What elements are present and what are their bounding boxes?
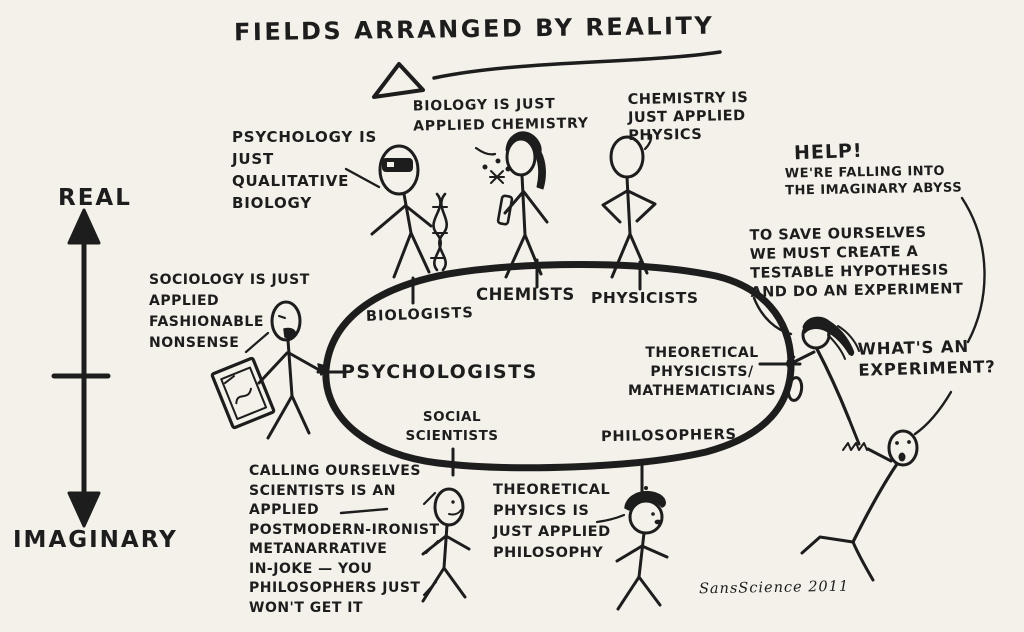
figure-falling-questioner [800, 196, 986, 582]
speech-help-body: WE'RE FALLING INTO THE IMAGINARY ABYSS [784, 163, 963, 199]
spark-icon [482, 158, 511, 184]
speech-line-chemistry [643, 133, 653, 151]
surprised-mouth [898, 452, 906, 462]
ellipse-label-theoretical: THEORETICAL PHYSICISTS/ MATHEMATICIANS [628, 345, 777, 399]
speech-line-whats [913, 390, 953, 436]
speech-line-sociology [244, 331, 270, 354]
speech-line-biology [474, 146, 497, 156]
speech-help-heading: HELP! [793, 139, 863, 165]
speech-line-psychology [344, 167, 381, 189]
figure-sociologist [210, 300, 330, 440]
axis-label-real: REAL [58, 185, 132, 211]
title-arrow [372, 50, 722, 99]
ellipse-label-chemists: CHEMISTS [476, 285, 575, 304]
axis-label-imaginary: IMAGINARY [13, 527, 178, 553]
figure-chemist [474, 131, 549, 279]
figure-social-scientist [339, 487, 471, 603]
laughing-mouth [283, 327, 297, 340]
test-tube-icon [496, 194, 514, 226]
figure-biologist [344, 144, 448, 279]
speech-line-postmodern [422, 491, 437, 506]
speech-line-help [960, 196, 986, 344]
ellipse-label-philosophers: PHILOSOPHERS [600, 426, 737, 446]
ellipse-label-biologists: BIOLOGISTS [365, 305, 475, 325]
speech-whats-an-experiment: WHAT'S AN EXPERIMENT? [857, 336, 996, 380]
beret-icon [624, 490, 666, 511]
speech-chemistry: CHEMISTRY IS JUST APPLIED PHYSICS [627, 89, 749, 145]
speech-postmodern: CALLING OURSELVES SCIENTISTS IS AN APPLI… [249, 463, 440, 616]
ellipse-label-psychologists: PSYCHOLOGISTS [341, 361, 538, 383]
ellipse-label-physicists: PHYSICISTS [591, 289, 699, 307]
clasped-hands [842, 442, 868, 451]
speech-psychology: PSYCHOLOGY IS JUST QUALITATIVE BIOLOGY [232, 128, 378, 212]
figure-philosopher [595, 486, 669, 611]
dna-helix-icon [430, 192, 448, 272]
ellipse-label-social-scientists: SOCIAL SCIENTISTS [405, 409, 499, 444]
gripping-hand [786, 355, 796, 372]
ponytail-hair [505, 131, 546, 190]
speech-sociology: SOCIOLOGY IS JUST APPLIED FASHIONABLE NO… [149, 272, 310, 351]
figure-falling-scientist [752, 296, 868, 451]
speech-save: TO SAVE OURSELVES WE MUST CREATE A TESTA… [749, 224, 964, 301]
artist-signature: SansScience 2011 [698, 578, 850, 598]
figure-physicist [601, 133, 657, 279]
picture-frame-icon [210, 356, 276, 430]
speech-line-theoretical-physics [595, 513, 626, 524]
speech-line-save [752, 296, 793, 336]
speech-biology: BIOLOGY IS JUST APPLIED CHEMISTRY [412, 96, 589, 135]
reality-axis [51, 208, 111, 528]
speech-theoretical-physics: THEORETICAL PHYSICS IS JUST APPLIED PHIL… [493, 482, 611, 561]
pointing-hand [317, 363, 330, 376]
